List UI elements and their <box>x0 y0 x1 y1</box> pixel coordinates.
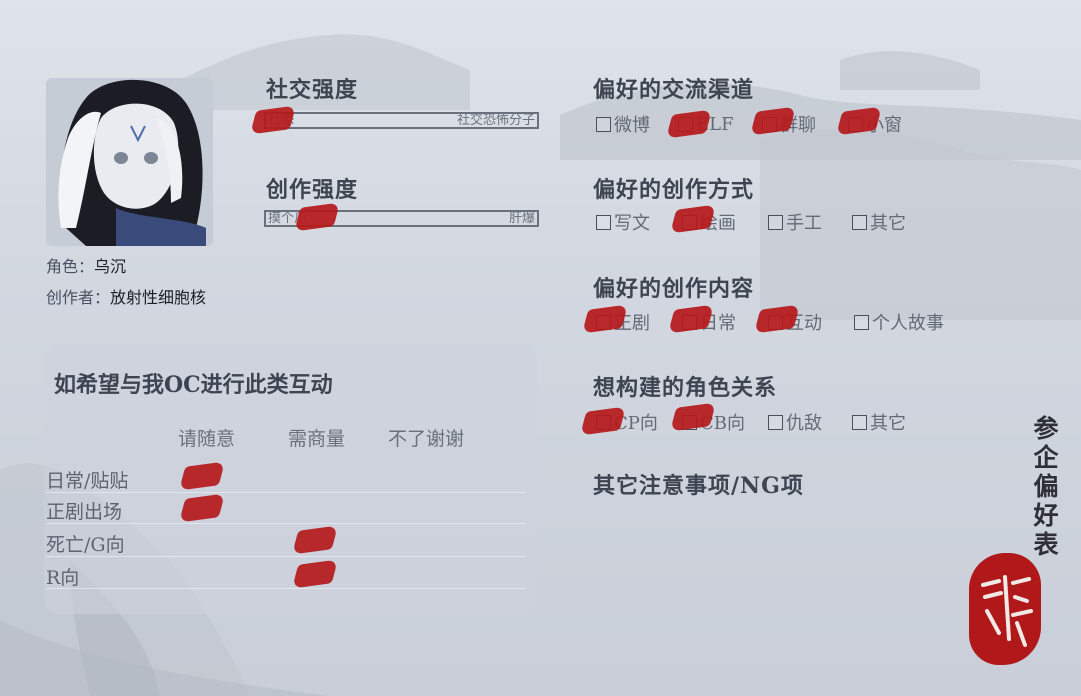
channel-option-weibo[interactable]: 微博 <box>596 111 678 137</box>
character-portrait <box>46 78 213 246</box>
checkbox[interactable] <box>596 116 611 132</box>
channel-option-group[interactable]: 群聊 <box>749 106 848 137</box>
relation-option-cp[interactable]: CP向 <box>579 406 682 436</box>
role-value: 乌沉 <box>94 257 127 276</box>
creation-title: 创作强度 <box>266 177 359 203</box>
role-label: 角色： <box>46 257 95 276</box>
channels-options: 微博 ELF 群聊 小窗 <box>596 106 902 139</box>
row-divider <box>46 523 526 524</box>
column-header-discuss: 需商量 <box>288 428 346 450</box>
column-header-free: 请随意 <box>178 428 236 450</box>
column-header-no: 不了谢谢 <box>388 428 465 450</box>
row-label-drama: 正剧出场 <box>46 501 123 523</box>
method-option-other[interactable]: 其它 <box>852 209 906 235</box>
social-scale: 社恐 社交恐怖分子 <box>264 112 539 129</box>
content-option-interact[interactable]: 互动 <box>753 304 854 335</box>
method-option-drawing[interactable]: 绘画 <box>669 204 768 235</box>
notes-title: 其它注意事项/NG项 <box>593 473 804 499</box>
method-title: 偏好的创作方式 <box>593 177 755 203</box>
content-options: 正剧 日常 互动 个人故事 <box>581 304 944 335</box>
relations-options: CP向 CB向 仇敌 其它 <box>579 402 906 436</box>
checkbox[interactable] <box>768 214 783 230</box>
seal-stamp <box>969 553 1041 665</box>
avatar <box>46 78 213 246</box>
creator-label: 创作者： <box>46 288 111 307</box>
checkbox[interactable] <box>854 314 869 330</box>
social-right-label: 社交恐怖分子 <box>456 113 535 128</box>
interaction-panel <box>44 344 537 614</box>
method-option-writing[interactable]: 写文 <box>596 209 682 235</box>
channel-option-dm[interactable]: 小窗 <box>835 106 902 137</box>
row-label-daily: 日常/贴贴 <box>46 470 129 492</box>
content-option-drama[interactable]: 正剧 <box>581 304 682 335</box>
row-divider <box>46 492 526 493</box>
method-option-craft[interactable]: 手工 <box>768 209 852 235</box>
social-title: 社交强度 <box>266 77 359 103</box>
checkbox[interactable] <box>852 414 867 430</box>
row-label-r: R向 <box>46 567 80 589</box>
content-title: 偏好的创作内容 <box>593 276 755 302</box>
relation-option-cb[interactable]: CB向 <box>669 402 768 435</box>
method-options: 写文 绘画 手工 其它 <box>596 204 906 235</box>
side-title: 参企偏好表 <box>1033 414 1059 559</box>
checkbox[interactable] <box>852 214 867 230</box>
channels-title: 偏好的交流渠道 <box>593 77 755 103</box>
content-option-personal[interactable]: 个人故事 <box>854 309 944 335</box>
checkbox[interactable] <box>768 414 783 430</box>
content-option-daily[interactable]: 日常 <box>667 304 768 335</box>
row-divider <box>46 588 526 589</box>
creation-right-label: 肝爆 <box>508 211 535 226</box>
role-line: 角色：乌沉 <box>46 253 126 277</box>
channel-option-elf[interactable]: ELF <box>665 108 762 139</box>
creator-line: 创作者：放射性细胞核 <box>46 284 206 308</box>
relation-option-other[interactable]: 其它 <box>852 409 906 435</box>
checkbox[interactable] <box>596 214 611 230</box>
relations-title: 想构建的角色关系 <box>593 375 778 401</box>
creator-value: 放射性细胞核 <box>110 288 207 307</box>
interaction-title: 如希望与我OC进行此类互动 <box>54 372 333 398</box>
relation-option-rival[interactable]: 仇敌 <box>768 409 852 435</box>
seal-glyph <box>981 575 1033 647</box>
row-label-death: 死亡/G向 <box>46 534 125 556</box>
row-divider <box>46 556 526 557</box>
